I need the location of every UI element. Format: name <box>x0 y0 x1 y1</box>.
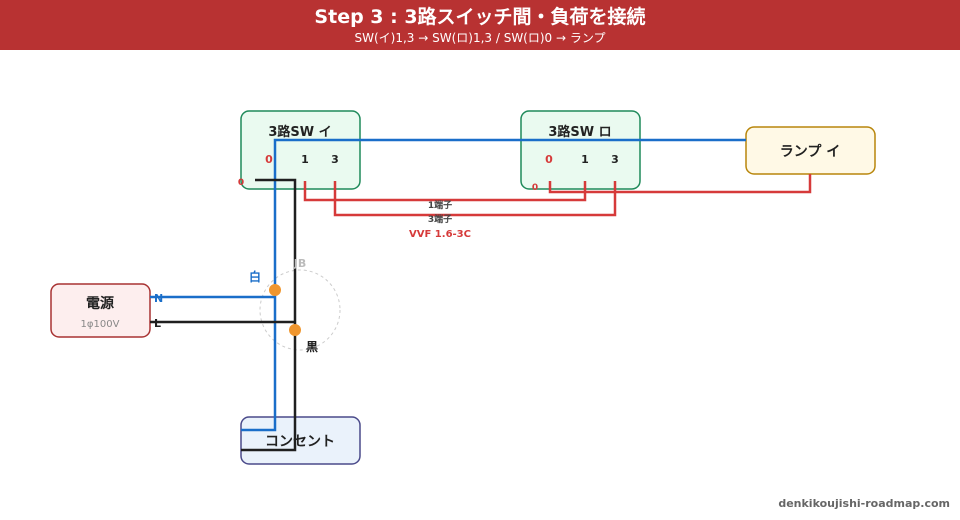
header-bar: Step 3 : 3路スイッチ間・負荷を接続 SW(イ)1,3 → SW(ロ)1… <box>0 0 960 50</box>
white-connection-node <box>269 284 281 296</box>
switch-ro-terminal-3: 3 <box>611 153 619 166</box>
terminal-1-label: 1端子 <box>428 199 452 211</box>
power-l-label: L <box>154 317 161 330</box>
switch-ro-side-0: 0 <box>532 183 538 193</box>
power-spec: 1φ100V <box>81 319 120 330</box>
page-title: Step 3 : 3路スイッチ間・負荷を接続 <box>314 6 646 28</box>
white-wire-label: 白 <box>249 269 261 284</box>
cable-spec-label: VVF 1.6-3C <box>409 229 471 240</box>
power-box <box>50 283 151 338</box>
red-wire-lamp <box>548 174 812 194</box>
blue-wire-to-lamp <box>273 138 746 297</box>
black-connection-node <box>289 324 301 336</box>
site-footer: denkikoujishi-roadmap.com <box>778 497 950 510</box>
power-n-label: N <box>154 292 163 305</box>
lamp-label: ランプ イ <box>780 144 840 160</box>
power-label: 電源 <box>86 295 114 312</box>
black-wire-to-switch-i <box>241 178 297 452</box>
switch-ro-terminal-1: 1 <box>581 153 589 166</box>
terminal-3-label: 3端子 <box>428 213 452 225</box>
page-subtitle: SW(イ)1,3 → SW(ロ)1,3 / SW(ロ)0 → ランプ <box>354 31 606 45</box>
switch-i-terminal-0: 0 <box>265 153 273 166</box>
switch-i-side-0: 0 <box>238 178 244 188</box>
switch-ro-label: 3路SW ロ <box>548 124 611 140</box>
junction-box-label: JB <box>293 257 306 270</box>
outlet-label: コンセント <box>265 434 335 450</box>
switch-i-terminal-3: 3 <box>331 153 339 166</box>
red-wire-terminal-1 <box>303 181 587 202</box>
switch-ro-terminal-0: 0 <box>545 153 553 166</box>
switch-i-label: 3路SW イ <box>268 124 331 140</box>
junction-box <box>259 269 341 351</box>
blue-wire-outlet <box>241 297 277 432</box>
red-wire-terminal-3 <box>333 181 617 217</box>
switch-i-terminal-1: 1 <box>301 153 309 166</box>
black-wire-label: 黒 <box>306 340 318 354</box>
switch-ro-box <box>520 110 641 190</box>
switch-i-box <box>240 110 361 190</box>
